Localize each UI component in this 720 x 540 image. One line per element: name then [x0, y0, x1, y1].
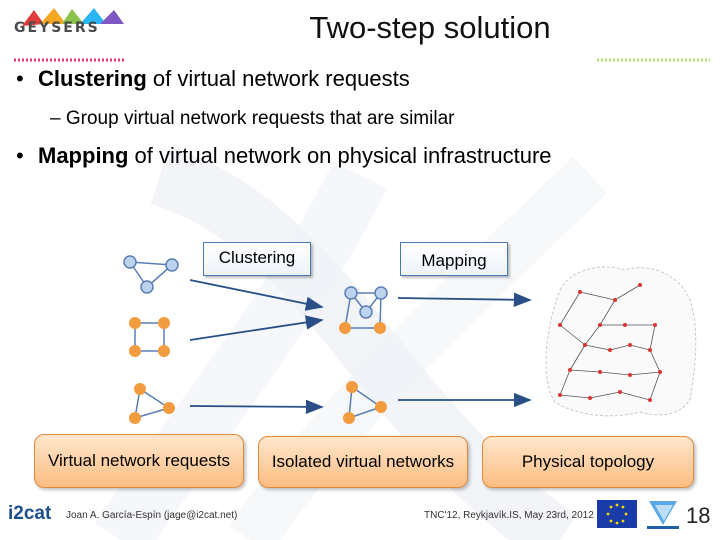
- bullet-clustering-bold: Clustering: [38, 66, 147, 91]
- isolated-network-merged: [339, 286, 388, 334]
- geysers-logo-text: GEYSERS: [14, 20, 100, 36]
- geysers-logo-burst-icon: [22, 8, 124, 26]
- virtual-requests-box: Virtual network requests: [34, 434, 244, 488]
- bullet-mapping: •Mapping of virtual network on physical …: [16, 143, 552, 168]
- footer-event: TNC'12, Reykjavík.IS, May 23rd, 2012: [424, 510, 594, 521]
- clustering-arrows: [189, 279, 324, 415]
- virtual-network-orange-square: [129, 317, 170, 357]
- sub-bullet-group: – Group virtual network requests that ar…: [50, 108, 454, 130]
- isolated-network-triangle: [343, 381, 387, 424]
- sub-bullet-text: Group virtual network requests that are …: [65, 108, 455, 129]
- bullet-mapping-bold: Mapping: [38, 143, 129, 168]
- fp7-logo-icon: [647, 501, 679, 529]
- footer-author: Joan A. García-Espín (jage@i2cat.net): [66, 510, 238, 521]
- bullet-clustering: •Clustering of virtual network requests: [16, 66, 410, 91]
- i2cat-logo: i2cat: [8, 503, 52, 524]
- mapping-arrows: [397, 292, 532, 408]
- mapping-label: Mapping: [400, 242, 508, 276]
- virtual-network-blue-triangle: [123, 255, 179, 294]
- physical-topology-box: Physical topology: [482, 436, 694, 488]
- clustering-label: Clustering: [203, 242, 311, 276]
- virtual-network-orange-triangle: [129, 383, 175, 424]
- bullet-mapping-rest: of virtual network on physical infrastru…: [128, 143, 552, 168]
- physical-topology-map: [545, 266, 697, 417]
- bullet-clustering-rest: of virtual network requests: [146, 66, 410, 91]
- isolated-networks-box: Isolated virtual networks: [258, 436, 468, 488]
- sub-bullet-dash: –: [50, 108, 61, 129]
- eu-flag-icon: [597, 500, 637, 528]
- page-number: 18: [686, 503, 711, 528]
- slide-title: Two-step solution: [309, 10, 551, 45]
